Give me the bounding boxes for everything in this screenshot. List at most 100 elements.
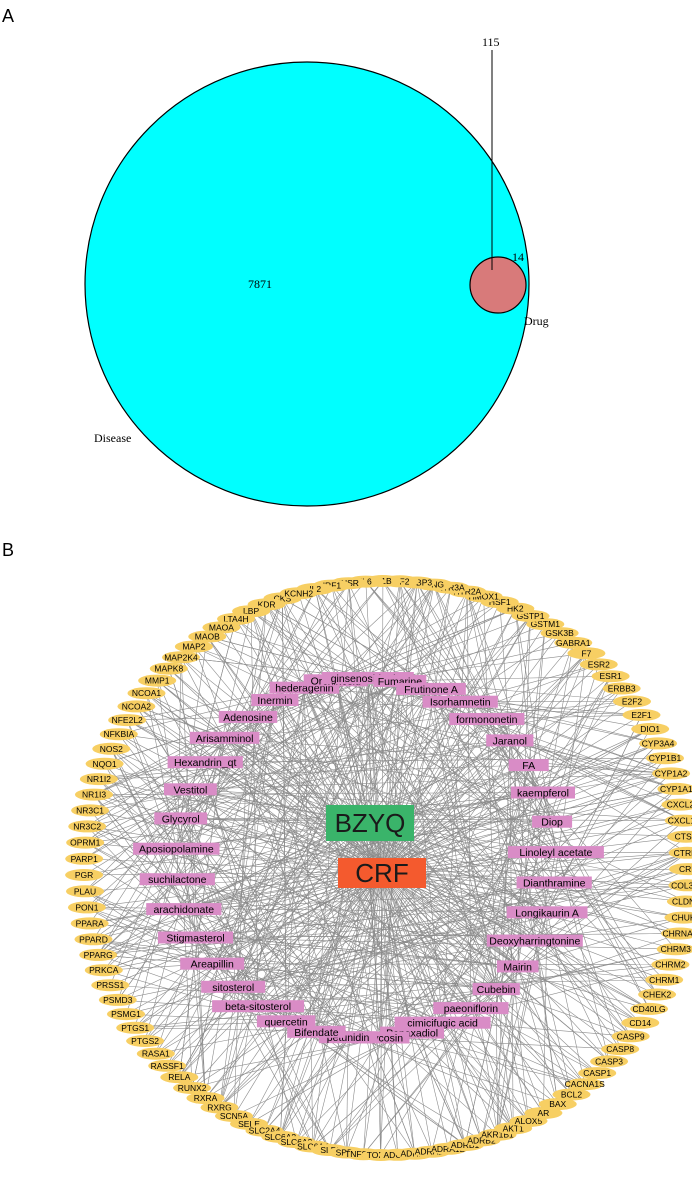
- target-node-shape: [567, 647, 606, 660]
- target-node-label: PPARG: [84, 950, 113, 960]
- edge-compound-target: [554, 882, 681, 934]
- target-node-shape: [661, 798, 692, 811]
- target-node-label: MMP1: [145, 676, 170, 686]
- edge-compound-crf: [381, 740, 511, 873]
- target-node: CHUK: [664, 911, 692, 924]
- edge-compound-target: [183, 908, 330, 1151]
- compound-node-shape: [486, 734, 534, 747]
- edge-compound-target: [89, 923, 518, 967]
- target-node-shape: [108, 714, 147, 727]
- target-node-shape: [65, 869, 104, 881]
- edge-compound-target: [193, 646, 553, 822]
- compound-node-shape: [449, 713, 525, 725]
- edge-compound-target: [257, 757, 666, 1007]
- edge-target-crf: [87, 826, 383, 873]
- edge-compound-target: [280, 1031, 317, 1137]
- target-node: NCOA1: [127, 687, 166, 700]
- edge-compound-target: [98, 912, 548, 956]
- edge-compound-target: [183, 582, 418, 910]
- compound-node-label: Jaranol: [493, 735, 527, 747]
- edge-compound-target: [430, 688, 631, 1037]
- compound-node: suchilactone: [139, 873, 215, 886]
- compound-node-shape: [157, 931, 234, 944]
- target-node: PGR: [65, 869, 104, 881]
- target-node-label: CTRB1: [674, 848, 692, 858]
- disease-only-count: 7871: [248, 277, 272, 291]
- edge-compound-target: [224, 701, 633, 739]
- target-node: PTGS2: [126, 1035, 165, 1047]
- compound-node: sitosterol: [201, 980, 266, 994]
- target-node: CACNA1S: [565, 1078, 605, 1091]
- target-node-shape: [173, 1082, 212, 1094]
- target-node-shape: [186, 1092, 225, 1105]
- target-node-label: MAOB: [195, 632, 220, 642]
- target-node: PPARG: [79, 948, 118, 961]
- edge-compound-target: [180, 818, 684, 821]
- target-node-shape: [66, 836, 105, 849]
- edge-compound-target: [335, 680, 415, 1154]
- edge-compound-target: [509, 740, 558, 1105]
- edge-compound-target: [195, 933, 681, 938]
- target-node-shape: [162, 651, 200, 664]
- edge-compound-target: [183, 587, 451, 910]
- edge-target-crf: [117, 871, 383, 1001]
- target-ring: CKSKDRLBPLTA4HMAOAMAOBMAP2MAP2K4MAPK8MMP…: [65, 575, 692, 1161]
- edge-compound-target: [346, 1037, 349, 1153]
- edge-compound-target: [146, 692, 548, 913]
- target-node-label: MAPK8: [154, 664, 183, 674]
- compound-node-label: paeoniflorin: [444, 1003, 498, 1015]
- target-node-shape: [638, 988, 677, 1001]
- target-node-label: E2F1: [631, 710, 652, 720]
- edge-compound-target: [224, 737, 610, 1062]
- compound-node: Mairin: [496, 960, 539, 973]
- edge-compound-target: [416, 582, 497, 990]
- edge-compound-target: [212, 963, 466, 1146]
- target-node-label: KCNH2: [284, 588, 313, 598]
- edge-compound-target: [205, 699, 276, 1099]
- edge-compound-target: [257, 852, 688, 1007]
- target-node-label: PSMD3: [103, 995, 133, 1005]
- compound-node: Jaranol: [486, 734, 534, 747]
- edge-compound-target: [205, 882, 555, 1099]
- edge-compound-target: [553, 653, 587, 883]
- target-node-shape: [651, 958, 690, 971]
- edge-compound-target: [177, 878, 631, 1037]
- target-node-shape: [552, 1088, 591, 1101]
- edge-compound-target: [555, 851, 658, 995]
- edge-compound-target: [233, 917, 684, 988]
- compound-node-shape: [167, 756, 243, 769]
- compound-node-shape: [201, 980, 266, 993]
- compound-node: Diop: [532, 815, 573, 829]
- edge-target-crf: [248, 871, 383, 1124]
- edge-compound-target: [177, 788, 677, 880]
- target-node: CYP1B1: [646, 752, 684, 765]
- edge-target-crf: [329, 871, 383, 1151]
- compound-node-shape: [287, 1025, 346, 1038]
- compound-node-shape: [486, 934, 583, 947]
- compound-node-shape: [506, 906, 588, 919]
- target-node: MAOA: [202, 621, 241, 634]
- compound-node-label: Longikaurin A: [515, 907, 579, 919]
- edge-compound-target: [205, 761, 650, 1010]
- edge-compound-target: [89, 677, 368, 811]
- edge-compound-target: [211, 584, 435, 964]
- edge-compound-target: [224, 737, 672, 774]
- edge-compound-target: [87, 826, 178, 880]
- edge-compound-target: [192, 1037, 381, 1089]
- edge-compound-target: [183, 908, 585, 1085]
- target-node: GSK3B: [540, 627, 579, 640]
- target-node-label: RASSF1: [151, 1061, 184, 1071]
- edge-compound-target: [195, 804, 681, 938]
- target-node-label: ADRA1A: [415, 1147, 449, 1157]
- target-node-label: NFE2L2: [112, 715, 143, 725]
- compound-node-shape: [532, 815, 573, 828]
- target-node-label: ADRB1: [451, 1140, 480, 1150]
- edge-compound-target: [316, 653, 587, 1032]
- target-node-shape: [646, 752, 684, 765]
- target-node-label: RELA: [168, 1072, 191, 1082]
- target-node-shape: [70, 917, 109, 930]
- edge-compound-target: [84, 677, 368, 892]
- target-node: PTGS1: [116, 1021, 155, 1034]
- edge-compound-target: [180, 657, 535, 941]
- compound-node-label: Mairin: [503, 961, 532, 973]
